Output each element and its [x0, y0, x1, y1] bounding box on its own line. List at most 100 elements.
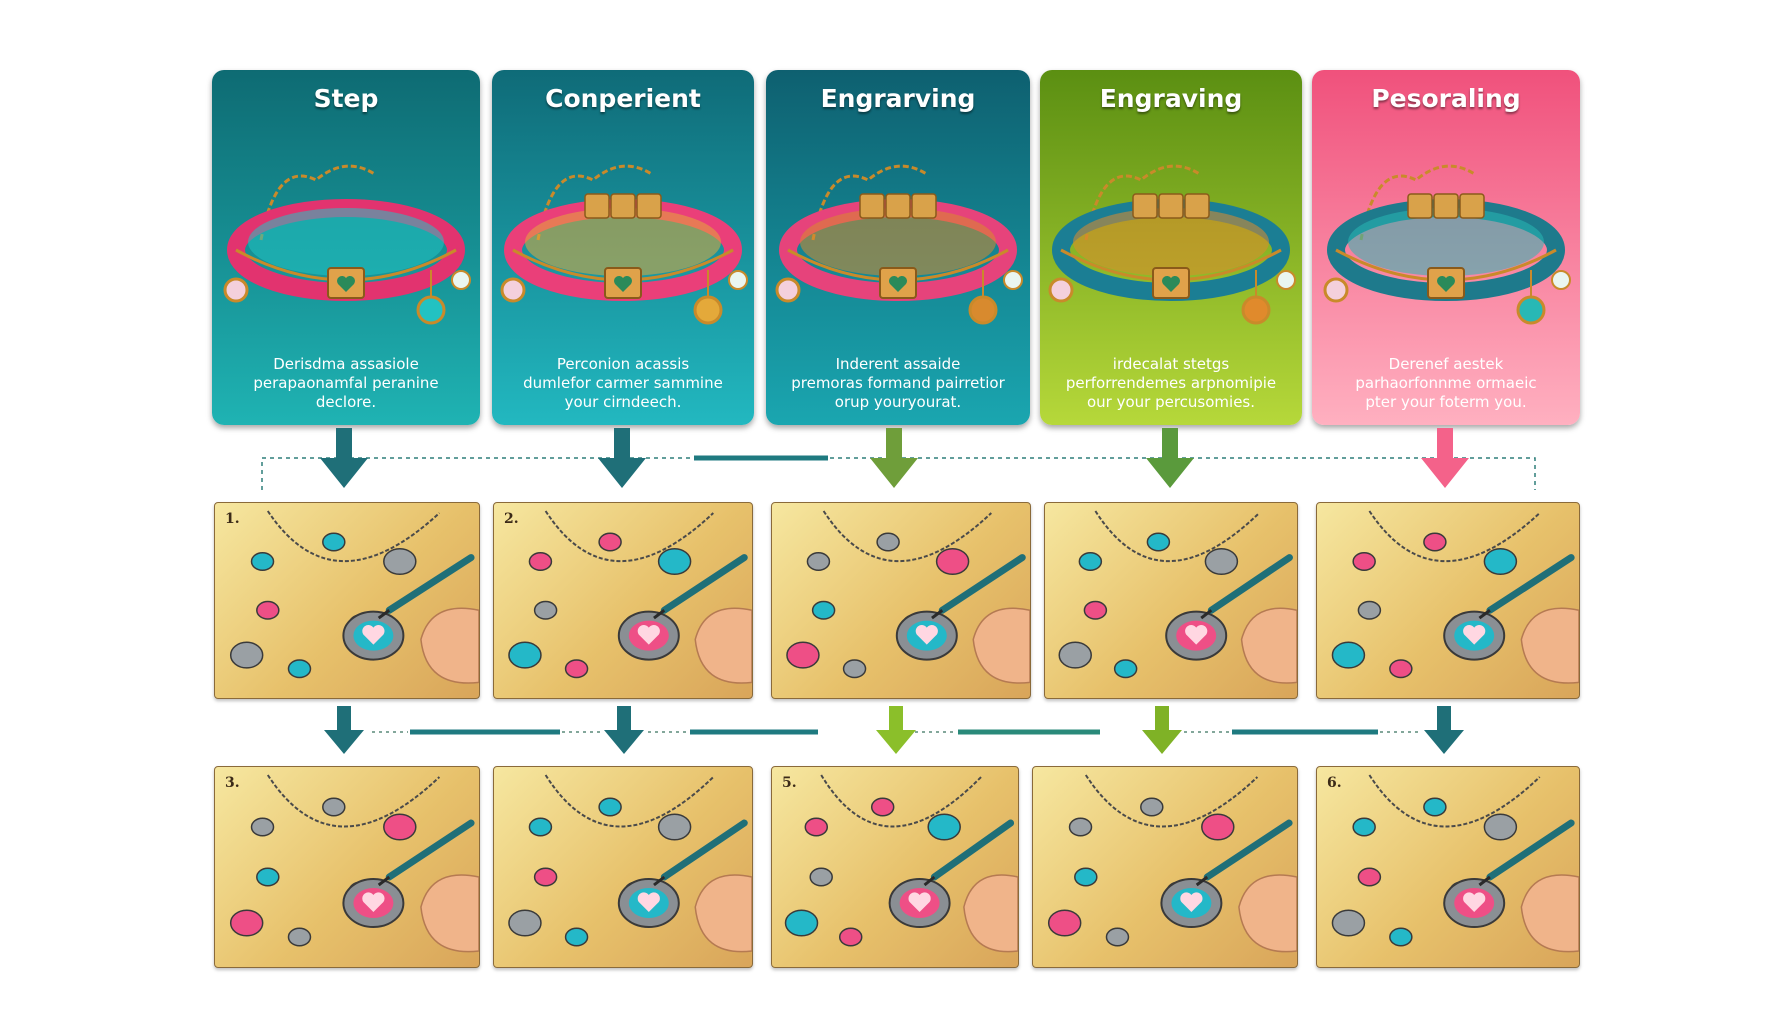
charm-icon	[809, 867, 833, 887]
heart-icon	[637, 892, 660, 912]
card-title: Engrarving	[820, 84, 976, 113]
charms-illustration	[1058, 510, 1297, 684]
charm-icon	[229, 909, 264, 937]
charm-icon	[287, 927, 312, 947]
charm-icon	[1352, 551, 1376, 572]
arrow-down-icon	[604, 706, 644, 754]
clasp-block	[1158, 193, 1184, 219]
charm-icon	[838, 927, 863, 947]
heart-icon	[908, 892, 931, 912]
pen-tip	[1478, 875, 1491, 887]
chain-line	[259, 164, 377, 241]
charm-icon	[533, 600, 558, 620]
pen-icon	[660, 819, 748, 881]
chain-line	[811, 164, 929, 241]
chain-line	[1368, 510, 1541, 563]
bracelet-inner	[1348, 208, 1544, 276]
hand-icon	[1238, 874, 1297, 953]
charm-icon	[1423, 532, 1447, 552]
process-panel: 5.	[771, 766, 1019, 968]
solid-link-lines	[410, 455, 1378, 735]
bracelet-icon	[1048, 164, 1296, 325]
heart-icon	[362, 624, 385, 645]
charm-icon	[1276, 270, 1296, 290]
card-title: Conperient	[545, 84, 701, 113]
charm-icon	[1113, 659, 1138, 679]
charm-icon	[500, 277, 526, 303]
charm-icon	[786, 641, 820, 669]
panel-number: 6.	[1327, 775, 1342, 791]
charm-icon	[968, 295, 998, 325]
bracelet-icon	[223, 164, 471, 325]
panel-number: 2.	[504, 511, 519, 527]
heart-icon	[889, 276, 907, 292]
charm-icon	[804, 817, 829, 837]
heart-icon	[362, 892, 385, 912]
heart-icon	[337, 276, 355, 292]
charm-icon	[250, 551, 275, 572]
charm-icon	[1204, 547, 1239, 576]
charm-icon	[250, 817, 275, 837]
clasp-block	[1184, 193, 1210, 219]
charm-icon	[1048, 277, 1074, 303]
hand-icon	[1240, 607, 1297, 684]
clasp-block	[636, 193, 662, 219]
panel-number: 1.	[225, 511, 240, 527]
arrow-down-icon	[870, 428, 918, 488]
bracelet-inner	[248, 208, 444, 276]
hand-icon	[1520, 607, 1579, 684]
charm-icon	[287, 659, 312, 679]
charm-icon	[728, 270, 748, 290]
arrow-down-icon	[1421, 428, 1469, 488]
charm-icon	[564, 927, 589, 947]
arrow-down-icon	[320, 428, 368, 488]
charm-icon	[927, 813, 961, 841]
process-panel	[1044, 502, 1298, 699]
hand-icon	[1520, 874, 1579, 953]
charms-illustration	[784, 774, 1018, 953]
heart-icon	[1463, 624, 1486, 645]
charm-icon	[1357, 867, 1382, 887]
charms-illustration	[1047, 774, 1297, 953]
panel-number: 3.	[225, 775, 240, 791]
charm-icon	[533, 867, 558, 887]
pen-icon	[1486, 819, 1575, 881]
charm-icon	[1201, 813, 1235, 841]
charm-icon	[383, 547, 417, 576]
charm-icon	[508, 641, 542, 669]
pen-tip	[931, 609, 944, 620]
clasp-block	[1433, 193, 1459, 219]
charm-icon	[1516, 295, 1546, 325]
chain-line	[1084, 774, 1259, 828]
clasp-block	[610, 193, 636, 219]
pen-icon	[1486, 554, 1575, 614]
heart-icon	[637, 624, 660, 645]
pen-tip	[377, 609, 391, 620]
pen-tip	[653, 875, 666, 887]
charm-icon	[1068, 817, 1093, 837]
bracelet-inner	[800, 208, 996, 276]
pen-icon	[1207, 554, 1293, 614]
pen-tip	[1200, 609, 1213, 620]
charm-icon	[876, 532, 900, 552]
pen-icon	[660, 554, 748, 614]
charm-icon	[451, 270, 471, 290]
chain-line	[536, 164, 654, 241]
charm-icon	[528, 551, 553, 572]
charms-illustration	[229, 774, 479, 953]
arrow-down-icon	[598, 428, 646, 488]
chain-line	[1084, 164, 1202, 241]
charms-illustration	[1331, 510, 1579, 684]
chain-line	[1368, 774, 1541, 828]
charm-icon	[935, 547, 970, 576]
arrow-down-icon	[1424, 706, 1464, 754]
charm-icon	[1078, 551, 1103, 572]
charm-icon	[322, 532, 346, 552]
chain-line	[544, 774, 714, 828]
charm-icon	[508, 909, 542, 937]
charm-icon	[416, 295, 446, 325]
charm-icon	[1423, 797, 1447, 817]
charm-icon	[806, 551, 831, 572]
charm-icon	[1483, 547, 1518, 576]
charm-icon	[1105, 927, 1130, 947]
